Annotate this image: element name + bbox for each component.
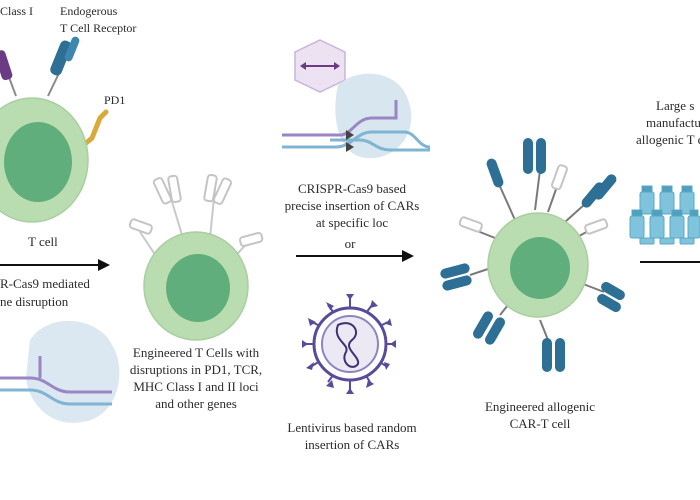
label-crispr-insert-2: precise insertion of CARs: [284, 198, 420, 213]
label-large-scale-2: manufactu: [646, 115, 700, 130]
endogenous-tcr-receptor: [50, 40, 72, 76]
arrow-1: [0, 259, 110, 271]
label-large-scale-3: allogenic T ce: [636, 132, 700, 147]
label-car-t-1: Engineered allogenic: [484, 399, 596, 414]
label-crispr-insert-1: CRISPR-Cas9 based: [298, 181, 406, 196]
label-engineered-t-1: Engineered T Cells with: [132, 345, 260, 360]
label-large-scale-1: Large s: [656, 98, 695, 113]
label-car-t-2: CAR-T cell: [509, 416, 571, 431]
arrow-2: [296, 250, 414, 262]
label-engineered-t-4: and other genes: [155, 396, 237, 411]
label-endogenous-1: Endogerous: [60, 4, 118, 18]
t-cell-nucleus: [4, 122, 72, 202]
label-pd1: PD1: [104, 93, 126, 107]
label-engineered-t-2: disruptions in PD1, TCR,: [129, 362, 263, 377]
mhc-class-i-receptor: [0, 50, 13, 81]
label-crispr-mediated-2: ne disruption: [0, 294, 69, 309]
label-or: or: [344, 236, 356, 251]
crispr-insertion-icon: [282, 39, 431, 159]
cas9-disruption-icon: [0, 320, 120, 423]
label-t-cell: T cell: [28, 234, 58, 249]
engineered-t-cell: [128, 173, 264, 341]
t-cell-left: [0, 36, 109, 223]
label-endogenous-2: T Cell Receptor: [60, 21, 137, 35]
label-crispr-insert-3: at specific loc: [315, 215, 389, 230]
label-lenti-2: insertion of CARs: [304, 437, 400, 452]
engineered-t-cell-nucleus: [166, 254, 230, 322]
vials-icon: [629, 185, 700, 245]
label-mhc-class: Class I: [0, 4, 33, 18]
car-t-cell: [440, 138, 625, 372]
label-crispr-mediated-1: R-Cas9 mediated: [0, 276, 90, 291]
label-engineered-t-3: MHC Class I and II loci: [133, 379, 259, 394]
car-t-cell-nucleus: [510, 237, 570, 299]
label-lenti-1: Lentivirus based random: [287, 420, 417, 435]
lentivirus-icon: [302, 294, 396, 394]
